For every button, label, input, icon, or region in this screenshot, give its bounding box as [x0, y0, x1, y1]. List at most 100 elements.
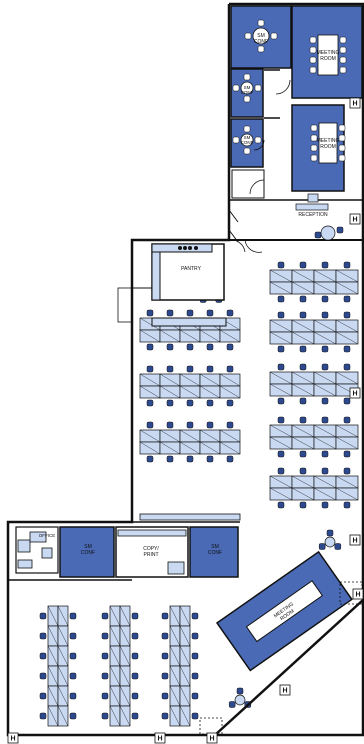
chair	[191, 712, 199, 720]
chair	[226, 309, 234, 317]
room-label-copy-print: COPY/PRINT	[143, 546, 159, 558]
chair	[321, 450, 329, 458]
chair	[146, 365, 154, 373]
furniture-layer	[39, 19, 359, 727]
workstation-cluster	[269, 416, 359, 458]
chair	[343, 467, 351, 475]
chair	[131, 692, 139, 700]
chair	[321, 397, 329, 405]
workstation-cluster	[269, 363, 359, 405]
chair	[299, 501, 307, 509]
chair	[226, 399, 234, 407]
chair	[69, 652, 77, 660]
svg-text:H: H	[209, 736, 214, 743]
conference-table	[309, 34, 347, 76]
svg-text:H: H	[352, 101, 357, 108]
chair	[161, 712, 169, 720]
reception-desk	[307, 193, 319, 203]
chair	[343, 397, 351, 405]
chair	[336, 226, 344, 234]
elevator-icon: H	[154, 732, 166, 744]
chair	[226, 343, 234, 351]
workstation-cluster	[269, 311, 359, 353]
chair	[146, 399, 154, 407]
small-conference-table	[232, 73, 262, 103]
elevator-icon: H	[349, 97, 361, 109]
small-conference-table	[232, 125, 262, 155]
chair	[343, 311, 351, 319]
chair	[226, 455, 234, 463]
chair	[343, 416, 351, 424]
chair	[321, 295, 329, 303]
chair	[101, 692, 109, 700]
chair	[161, 612, 169, 620]
svg-text:H: H	[355, 592, 360, 599]
chair	[186, 455, 194, 463]
chair	[299, 295, 307, 303]
reception-desk	[295, 203, 329, 211]
chair	[146, 343, 154, 351]
chair	[69, 712, 77, 720]
chair	[166, 455, 174, 463]
conference-table	[310, 122, 346, 164]
chair	[69, 692, 77, 700]
small-conference-table	[244, 19, 278, 53]
chair	[39, 712, 47, 720]
chair	[299, 397, 307, 405]
room-label-pantry: PANTRY	[181, 266, 201, 272]
chair	[39, 632, 47, 640]
chair	[166, 365, 174, 373]
chair	[69, 632, 77, 640]
chair	[343, 450, 351, 458]
chair	[277, 467, 285, 475]
chair	[343, 345, 351, 353]
bottom-left-block	[7, 513, 241, 581]
workstation-column	[101, 605, 139, 727]
chair	[206, 399, 214, 407]
chair	[277, 311, 285, 319]
lounge-table	[320, 225, 336, 241]
elevator-icon: H	[349, 213, 361, 225]
chair	[321, 363, 329, 371]
elevator-icon: H	[7, 732, 19, 744]
workstation-cluster	[139, 309, 241, 351]
chair	[186, 309, 194, 317]
chair	[101, 612, 109, 620]
chair	[166, 343, 174, 351]
chair	[277, 345, 285, 353]
chair	[69, 612, 77, 620]
chair	[131, 632, 139, 640]
room-label-office: OFFICE	[39, 533, 56, 538]
workstation-cluster	[269, 261, 359, 303]
chair	[101, 672, 109, 680]
room-sm-conf-right	[189, 526, 239, 578]
chair	[226, 365, 234, 373]
chair	[321, 501, 329, 509]
chair	[186, 343, 194, 351]
chair	[166, 421, 174, 429]
chair	[206, 421, 214, 429]
chair	[161, 652, 169, 660]
chair	[206, 455, 214, 463]
chair	[186, 365, 194, 373]
chair	[191, 652, 199, 660]
elevator-icon: H	[349, 534, 361, 546]
chair	[277, 416, 285, 424]
chair	[146, 421, 154, 429]
chair	[343, 261, 351, 269]
chair	[206, 343, 214, 351]
chair	[39, 612, 47, 620]
chair	[101, 712, 109, 720]
workstation-cluster	[139, 421, 241, 463]
chair	[131, 672, 139, 680]
room-sm-conf-left	[59, 526, 115, 578]
workstation-cluster	[269, 467, 359, 509]
chair	[321, 311, 329, 319]
chair	[343, 363, 351, 371]
chair	[277, 363, 285, 371]
svg-text:H: H	[10, 736, 15, 743]
